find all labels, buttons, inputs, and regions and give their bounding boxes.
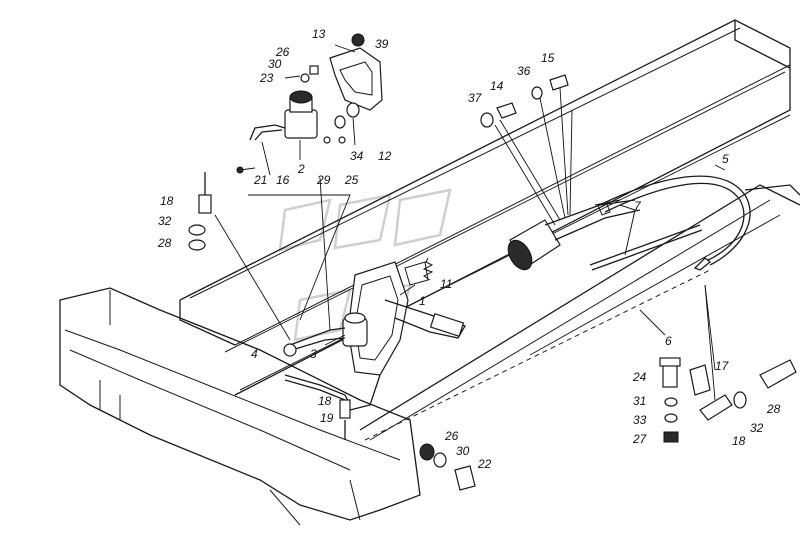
valve-bracket bbox=[249, 47, 383, 141]
cross-member bbox=[59, 287, 421, 526]
leader-lines bbox=[214, 44, 726, 346]
callout-30-top: 30 bbox=[268, 57, 282, 71]
lower-right-parts bbox=[659, 284, 797, 443]
clutch-booster bbox=[507, 199, 641, 271]
callout-27: 27 bbox=[632, 432, 648, 446]
callout-26-top: 26 bbox=[275, 45, 290, 59]
callout-5: 5 bbox=[722, 152, 729, 166]
callout-39: 39 bbox=[375, 37, 389, 51]
return-spring bbox=[422, 257, 434, 281]
frame-rail bbox=[179, 19, 791, 396]
callout-3: 3 bbox=[310, 347, 317, 361]
callout-30-bottom: 30 bbox=[456, 444, 470, 458]
callout-7: 7 bbox=[634, 199, 642, 213]
master-cylinder bbox=[342, 312, 368, 347]
callout-32-right: 32 bbox=[750, 421, 764, 435]
callout-28-right: 28 bbox=[766, 402, 781, 416]
callout-4: 4 bbox=[251, 347, 258, 361]
callout-19: 19 bbox=[320, 411, 334, 425]
callout-22: 22 bbox=[477, 457, 492, 471]
callout-25: 25 bbox=[344, 173, 359, 187]
callout-11: 11 bbox=[440, 277, 452, 291]
callout-16: 16 bbox=[276, 173, 290, 187]
dashed-line bbox=[364, 269, 711, 441]
callout-6: 6 bbox=[665, 334, 672, 348]
callout-29: 29 bbox=[316, 173, 331, 187]
connectors-top bbox=[480, 74, 573, 226]
callout-24: 24 bbox=[632, 370, 647, 384]
callout-17: 17 bbox=[715, 359, 730, 373]
clutch-cable bbox=[599, 175, 751, 271]
callout-21: 21 bbox=[253, 173, 267, 187]
callout-36: 36 bbox=[517, 64, 531, 78]
callout-33: 33 bbox=[633, 413, 647, 427]
small-fasteners bbox=[236, 33, 365, 174]
callout-18-right: 18 bbox=[732, 434, 746, 448]
callout-1: 1 bbox=[419, 294, 426, 308]
callout-labels: 1 2 3 4 5 6 7 11 12 13 14 15 16 17 18 18… bbox=[157, 27, 781, 471]
callout-37: 37 bbox=[468, 91, 483, 105]
callout-2: 2 bbox=[297, 162, 305, 176]
callout-12: 12 bbox=[378, 149, 392, 163]
callout-26-bottom: 26 bbox=[444, 429, 459, 443]
linkage-rod bbox=[589, 204, 703, 271]
callout-23: 23 bbox=[259, 71, 274, 85]
callout-28-left: 28 bbox=[157, 236, 172, 250]
callout-18-left: 18 bbox=[160, 194, 174, 208]
lower-rail bbox=[359, 184, 800, 441]
callout-13: 13 bbox=[312, 27, 326, 41]
callout-32-left: 32 bbox=[158, 214, 172, 228]
callout-18-center: 18 bbox=[318, 394, 332, 408]
callout-14: 14 bbox=[490, 79, 504, 93]
lower-center-parts bbox=[339, 399, 476, 491]
fitting-stack-left bbox=[188, 172, 212, 251]
callout-15: 15 bbox=[541, 51, 555, 65]
callout-34: 34 bbox=[350, 149, 364, 163]
callout-31: 31 bbox=[633, 394, 646, 408]
pedal-bracket bbox=[347, 261, 466, 411]
